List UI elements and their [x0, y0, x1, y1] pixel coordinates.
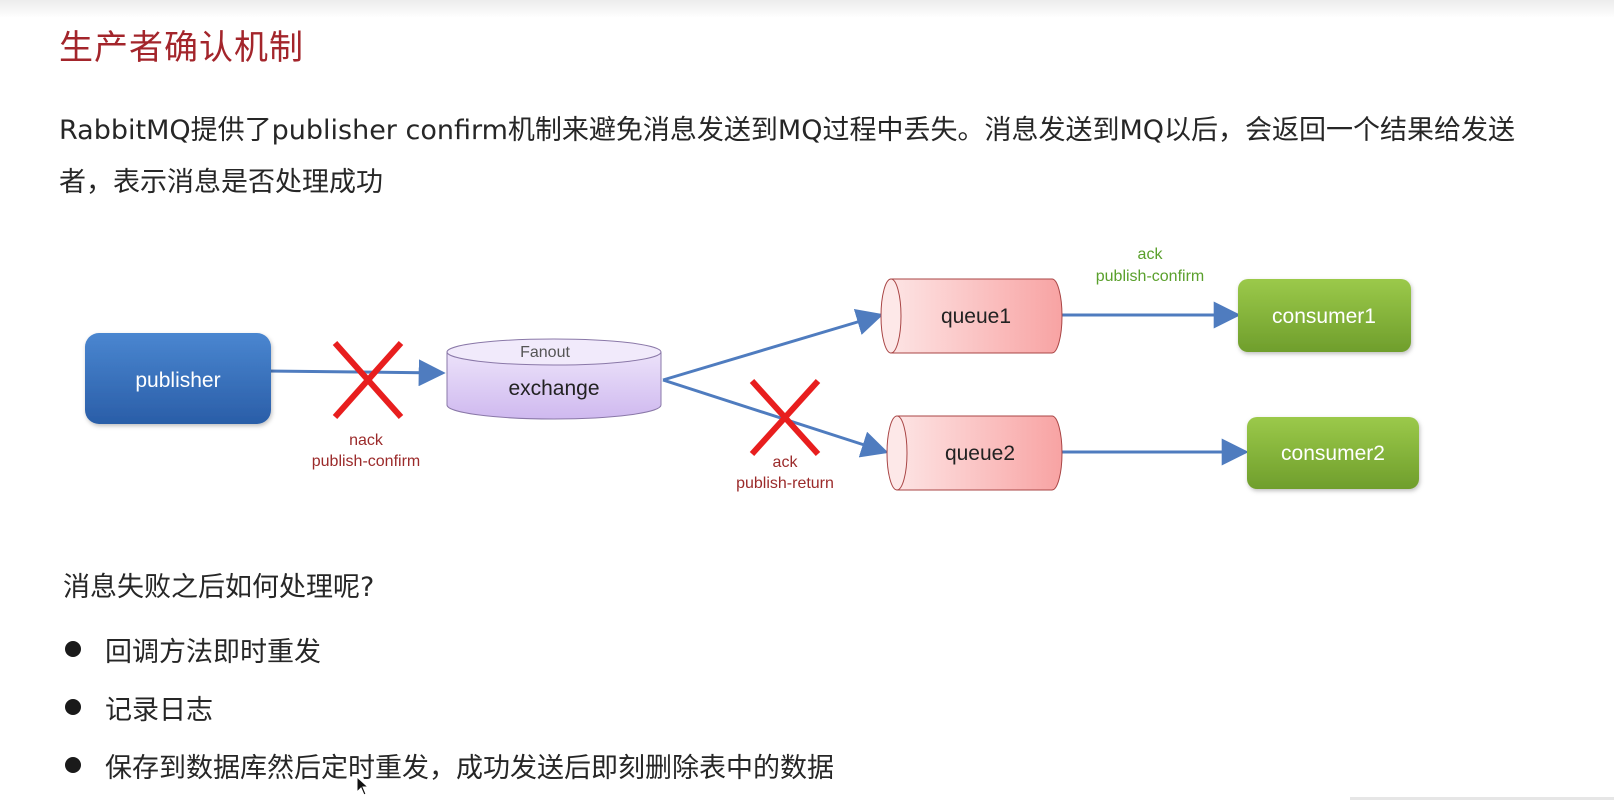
failure-x-mark-1: [332, 341, 404, 419]
top-shade: [0, 0, 1614, 18]
arrow-exchange-queue2: [662, 378, 889, 458]
queue1-node: queue1: [880, 278, 1063, 354]
publisher-node: publisher: [85, 333, 271, 424]
list-item: 保存到数据库然后定时重发，成功发送后即刻删除表中的数据: [63, 736, 834, 794]
publisher-label: publisher: [135, 369, 220, 392]
ack-return-sub-label: publish-return: [736, 475, 834, 492]
list-item: 回调方法即时重发: [63, 620, 834, 678]
ack-return-label: ack: [773, 454, 799, 471]
bottom-edge-line: [1350, 797, 1614, 800]
confirm-flow-diagram: publisher Fanout exchange queue1 queue2 …: [85, 246, 1419, 492]
bullet-list: 回调方法即时重发 记录日志 保存到数据库然后定时重发，成功发送后即刻删除表中的数…: [63, 620, 834, 794]
queue2-node: queue2: [886, 415, 1063, 491]
exchange-node: Fanout exchange: [446, 338, 662, 420]
nack-label: nack: [349, 432, 384, 449]
list-item: 记录日志: [63, 678, 834, 736]
flow-arrows: [265, 301, 1249, 466]
consumer2-label: consumer2: [1281, 442, 1385, 465]
bullet-dot-icon: [65, 699, 81, 715]
queue1-label: queue1: [941, 305, 1011, 328]
list-item-text: 回调方法即时重发: [105, 636, 321, 668]
intro-paragraph: RabbitMQ提供了publisher confirm机制来避免消息发送到MQ…: [59, 115, 1515, 198]
arrow-exchange-queue1: [662, 309, 884, 382]
failure-x-mark-2: [749, 378, 821, 457]
bullet-dot-icon: [65, 757, 81, 773]
queue2-label: queue2: [945, 442, 1015, 465]
ack-confirm-sub-label: publish-confirm: [1096, 268, 1204, 285]
arrow-publisher-exchange: [265, 359, 446, 387]
list-item-text: 记录日志: [105, 694, 213, 726]
nack-confirm-label: publish-confirm: [312, 453, 420, 470]
consumer1-label: consumer1: [1272, 305, 1376, 328]
list-item-text: 保存到数据库然后定时重发，成功发送后即刻删除表中的数据: [105, 752, 834, 784]
bullet-dot-icon: [65, 641, 81, 657]
exchange-label: exchange: [508, 377, 599, 400]
page-title: 生产者确认机制: [59, 28, 304, 68]
mouse-pointer-icon: [356, 776, 370, 796]
ack-confirm-label: ack: [1138, 246, 1164, 263]
failure-question: 消息失败之后如何处理呢?: [63, 572, 375, 603]
consumer1-node: consumer1: [1238, 279, 1411, 352]
exchange-type-label: Fanout: [520, 344, 570, 361]
consumer2-node: consumer2: [1247, 417, 1419, 489]
